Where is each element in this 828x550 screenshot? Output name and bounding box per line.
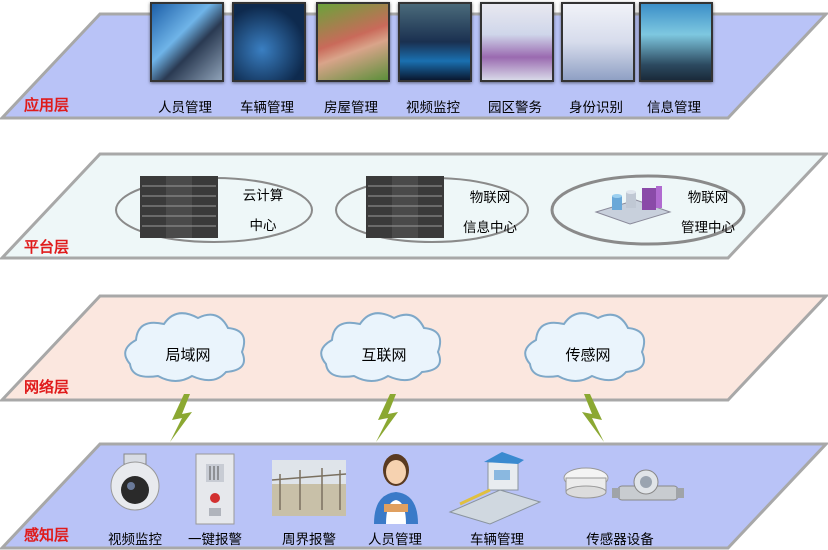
- network-plate: [0, 294, 828, 402]
- perception-layer-label: 感知层: [24, 526, 70, 544]
- app-item-label: 身份识别: [569, 100, 623, 116]
- perception-layer: 感知层 视频监控 一键报警 周界报警 人员管理 车辆管理 传感器设备: [0, 440, 828, 550]
- iot-mgmt-center-label: 物联网 管理中心: [681, 190, 735, 236]
- sensor-network-label: 传感网: [565, 346, 611, 364]
- smoke-detector-icon: [563, 467, 609, 499]
- cloud-center-label: 云计算 中心: [242, 188, 284, 234]
- emergency-button-icon: [195, 453, 235, 525]
- platform-layer-label: 平台层: [24, 238, 70, 256]
- network-layer: 网络层 局域网 互联网 传感网: [0, 292, 828, 407]
- iot-info-center-label: 物联网 信息中心: [463, 190, 517, 236]
- info-mgmt-image: [639, 2, 713, 82]
- application-layer-label: 应用层: [24, 96, 70, 114]
- database-platform-icon: [594, 186, 672, 225]
- app-item-label: 人员管理: [158, 100, 212, 116]
- perception-item-label: 车辆管理: [470, 532, 524, 548]
- application-layer: 应用层 人员管理 车辆管理 房屋管理 视频监控 园区警务 身份识别 信息管理: [0, 0, 828, 125]
- perception-item-label: 周界报警: [282, 532, 336, 548]
- personnel-mgmt-image: [150, 2, 224, 82]
- app-item-label: 园区警务: [488, 100, 542, 116]
- app-item-label: 信息管理: [647, 100, 701, 116]
- lan-label: 局域网: [165, 346, 211, 364]
- dome-camera-icon: [110, 453, 160, 511]
- app-item-label: 房屋管理: [324, 100, 378, 116]
- vehicle-mgmt-image: [232, 2, 306, 82]
- video-monitor-image: [398, 2, 472, 82]
- cloud-icon: [124, 312, 646, 382]
- person-icon: [374, 454, 418, 524]
- perception-item-label: 传感器设备: [586, 532, 654, 548]
- network-layer-label: 网络层: [24, 378, 70, 396]
- perception-item-label: 视频监控: [108, 532, 162, 548]
- vehicle-gate-icon: [448, 452, 542, 525]
- server-rack-icon: [366, 176, 444, 238]
- app-item-label: 视频监控: [406, 100, 460, 116]
- perimeter-fence-image: [271, 460, 347, 516]
- lightning-bolt-icon: [582, 394, 604, 442]
- app-item-label: 车辆管理: [240, 100, 294, 116]
- identity-recognition-image: [561, 2, 635, 82]
- perception-plate: [0, 442, 828, 550]
- perception-item-label: 人员管理: [368, 532, 422, 548]
- housing-mgmt-image: [316, 2, 390, 82]
- lightning-bolt-icon: [376, 394, 398, 442]
- lightning-bolt-icon: [170, 394, 192, 442]
- server-rack-icon: [140, 176, 218, 238]
- flow-meter-icon: [612, 469, 684, 501]
- perception-item-label: 一键报警: [188, 532, 242, 548]
- platform-layer: 平台层 云计算 中心 物联网 信息中心 物联网 管理中心: [0, 150, 828, 265]
- internet-label: 互联网: [361, 346, 407, 364]
- campus-police-image: [480, 2, 554, 82]
- platform-plate: [0, 152, 828, 260]
